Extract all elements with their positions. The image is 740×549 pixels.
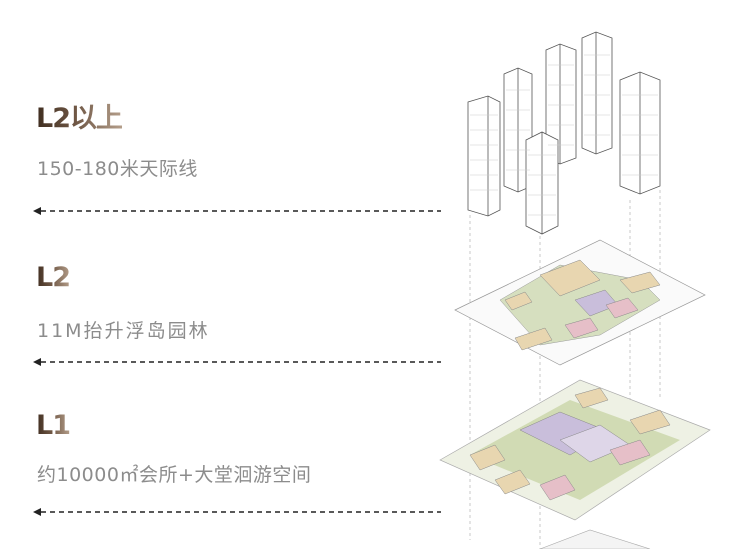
- towers: [467, 31, 661, 235]
- level-title: L1: [36, 410, 71, 441]
- level-description: 约10000㎡会所+大堂洄游空间: [37, 464, 312, 486]
- level-title: L2: [36, 262, 71, 293]
- level-description: 150-180米天际线: [37, 158, 198, 180]
- level-description: 11M抬升浮岛园林: [37, 320, 210, 342]
- tower: [525, 131, 559, 235]
- tower: [581, 31, 613, 155]
- dashed-arrow: [33, 207, 441, 215]
- tower: [619, 71, 661, 195]
- l1-plan: [439, 379, 711, 521]
- tower: [467, 95, 501, 217]
- level-title: L2以上: [36, 96, 123, 135]
- dashed-arrow: [33, 508, 441, 516]
- tower: [545, 43, 577, 165]
- lower-level-edge: [539, 529, 651, 549]
- dashed-arrow: [33, 358, 441, 366]
- l2-platform: [454, 239, 706, 366]
- tower-floor-lines: [470, 54, 658, 216]
